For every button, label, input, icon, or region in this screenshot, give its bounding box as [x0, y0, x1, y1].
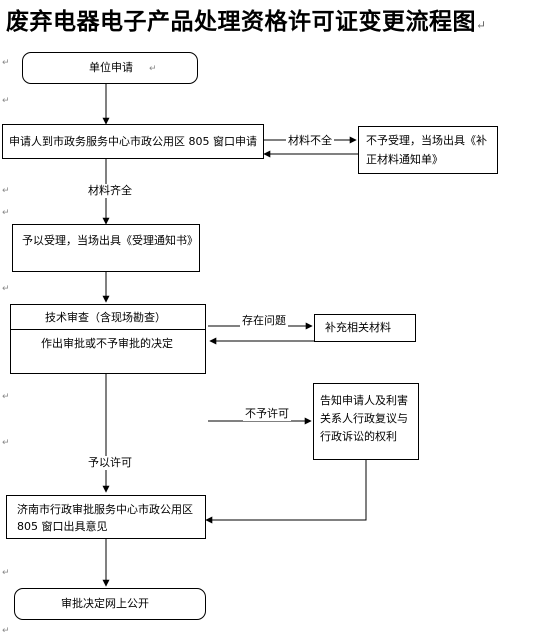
node-publish: 审批决定网上公开 [14, 588, 206, 620]
edge-label-problem: 存在问题 [240, 314, 288, 328]
node-review-divider [11, 329, 205, 330]
node-review-label: 技术审查（含现场勘查） [45, 311, 166, 324]
node-publish-label: 审批决定网上公开 [61, 597, 149, 610]
margin-mark: ↵ [2, 186, 10, 196]
node-notify-rights: 告知申请人及利害关系人行政复议与行政诉讼的权利 [313, 383, 419, 460]
margin-mark: ↵ [2, 96, 10, 106]
margin-mark: ↵ [2, 58, 10, 68]
node-supplement-label: 补充相关材料 [325, 321, 391, 334]
node-issue-label: 济南市行政审批服务中心市政公用区 805 窗口出具意见 [17, 503, 193, 533]
margin-mark: ↵ [2, 568, 10, 578]
node-supplement: 补充相关材料 [314, 314, 416, 342]
node-apply-label: 单位申请 [89, 61, 133, 74]
margin-mark: ↵ [2, 392, 10, 402]
edge-label-grant: 予以许可 [86, 456, 134, 470]
node-review: 技术审查（含现场勘查） 作出审批或不予审批的决定 [10, 304, 206, 374]
node-decision-label: 作出审批或不予审批的决定 [41, 337, 173, 350]
node-reject-notice-label: 不予受理，当场出具《补正材料通知单》 [366, 134, 487, 166]
edge-label-deny: 不予许可 [243, 407, 291, 421]
margin-mark: ↵ [2, 626, 10, 636]
page-title: 废弃电器电子产品处理资格许可证变更流程图↵ [6, 8, 487, 35]
node-notify-rights-label: 告知申请人及利害关系人行政复议与行政诉讼的权利 [320, 394, 408, 443]
paragraph-mark-icon: ↵ [476, 18, 487, 32]
arrow-notify-to-issue [205, 460, 367, 524]
node-submit: 申请人到市政务服务中心市政公用区 805 窗口申请 [2, 124, 264, 159]
node-accept-label: 予以受理，当场出具《受理通知书》 [22, 234, 198, 247]
node-apply: 单位申请 ↵ [22, 52, 198, 84]
margin-mark: ↵ [2, 438, 10, 448]
edge-label-complete: 材料齐全 [86, 184, 134, 198]
paragraph-mark: ↵ [149, 64, 157, 74]
margin-mark: ↵ [2, 284, 10, 294]
node-reject-notice: 不予受理，当场出具《补正材料通知单》 [358, 126, 498, 174]
margin-mark: ↵ [2, 208, 10, 218]
node-issue: 济南市行政审批服务中心市政公用区 805 窗口出具意见 [6, 495, 206, 539]
node-submit-label: 申请人到市政务服务中心市政公用区 805 窗口申请 [9, 135, 257, 148]
edge-label-incomplete: 材料不全 [286, 134, 334, 148]
node-accept: 予以受理，当场出具《受理通知书》 [12, 224, 200, 272]
